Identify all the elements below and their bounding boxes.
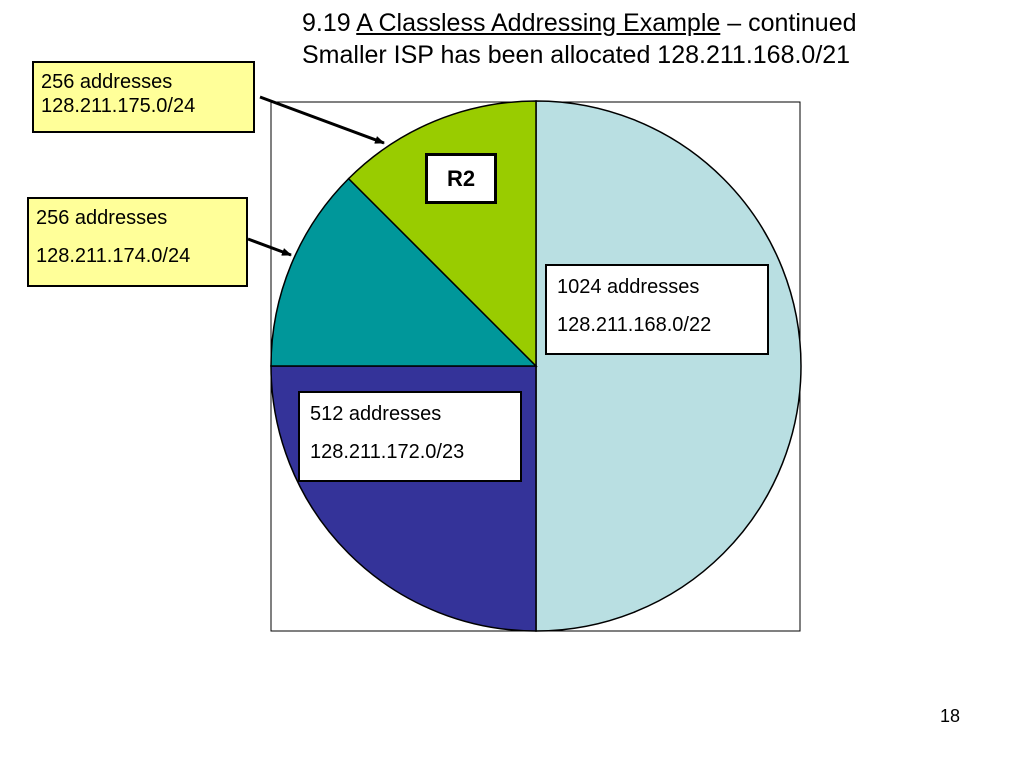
callout-top-prefix: 128.211.175.0/24 (41, 95, 196, 117)
block-1024-prefix: 128.211.168.0/22 (557, 314, 712, 336)
title-underlined: A Classless Addressing Example (356, 9, 721, 37)
slide-title: 9.19 A Classless Addressing Example – co… (302, 7, 857, 71)
callout-middle-count: 256 addresses (36, 207, 168, 229)
title-line-1: 9.19 A Classless Addressing Example – co… (302, 7, 857, 39)
pie-slices (270, 100, 802, 632)
callout-256-top: 256 addresses 128.211.175.0/24 (32, 61, 255, 133)
block-512-prefix: 128.211.172.0/23 (310, 441, 465, 463)
callout-middle-prefix: 128.211.174.0/24 (36, 245, 191, 267)
title-number: 9.19 (302, 9, 357, 37)
block-512-count: 512 addresses (310, 403, 442, 425)
arrow-middle-callout (247, 237, 292, 257)
router-r2-label: R2 (425, 153, 497, 204)
slice-1024 (535, 100, 802, 632)
arrow-top-callout (259, 95, 385, 145)
block-1024-label: 1024 addresses 128.211.168.0/22 (545, 264, 769, 355)
page-number: 18 (940, 706, 961, 726)
block-1024-count: 1024 addresses (557, 276, 700, 298)
title-suffix: – continued (720, 9, 857, 37)
callout-256-middle: 256 addresses 128.211.174.0/24 (27, 197, 248, 287)
slice-256-a (270, 177, 538, 367)
callout-top-count: 256 addresses (41, 71, 173, 93)
title-line-2: Smaller ISP has been allocated 128.211.1… (302, 41, 851, 69)
block-512-label: 512 addresses 128.211.172.0/23 (298, 391, 522, 482)
